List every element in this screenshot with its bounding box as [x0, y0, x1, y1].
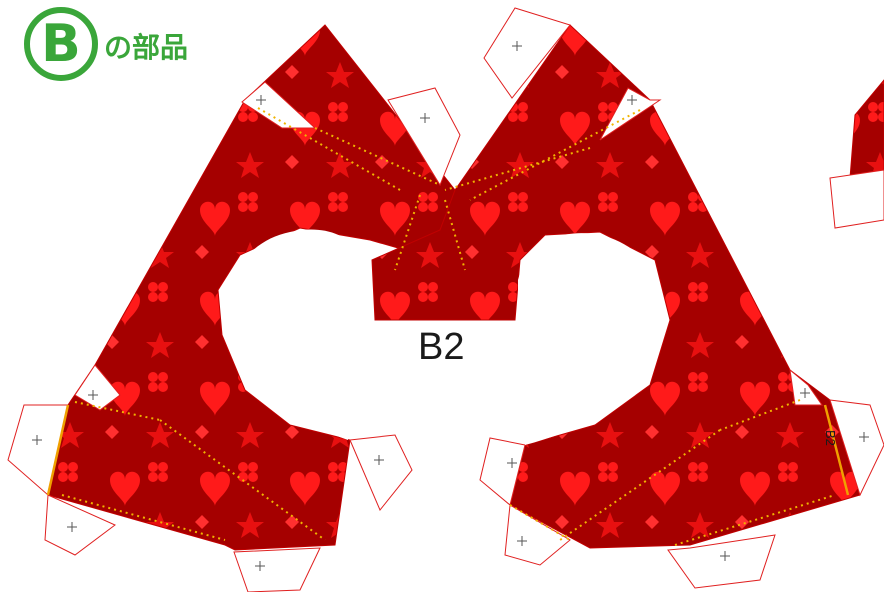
- left-piece: [7, 24, 461, 592]
- part-label: B2: [418, 326, 465, 368]
- heart-cutout-left: [225, 229, 372, 440]
- badge-text: の部品: [104, 31, 189, 64]
- part-group-badge: B の部品: [24, 4, 188, 84]
- heart-cutout-right: [518, 233, 666, 445]
- fold-lines: [61, 107, 836, 546]
- right-edge-piece: [829, 79, 884, 229]
- badge-letter: B: [41, 14, 81, 74]
- tab-part-label: B2: [823, 430, 838, 446]
- badge-circle: B: [24, 7, 98, 81]
- edge-folds: [46, 404, 850, 496]
- right-piece: [371, 7, 884, 589]
